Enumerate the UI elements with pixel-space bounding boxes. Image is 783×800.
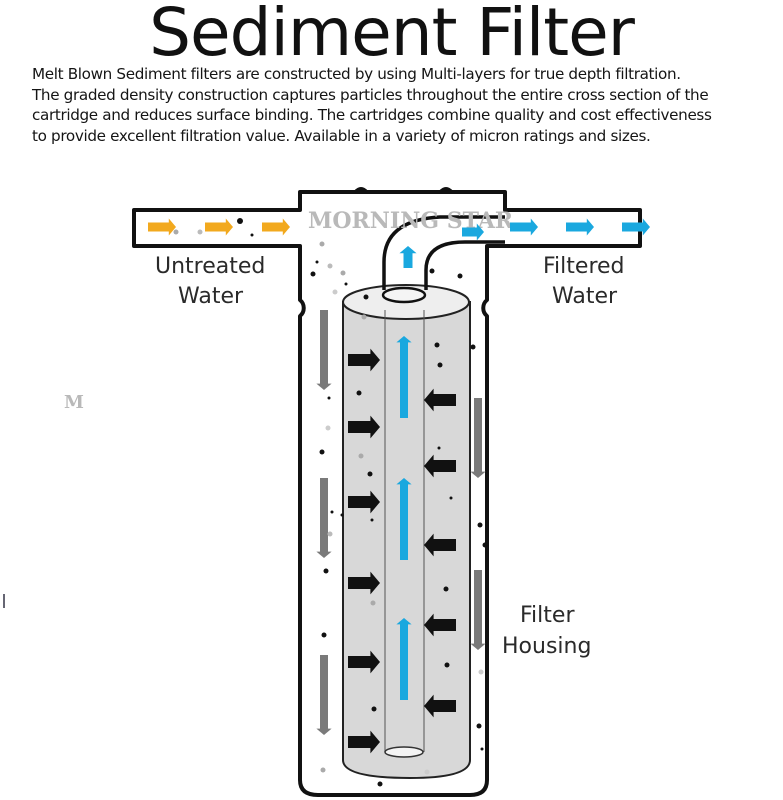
housing-label-line1: Filter <box>520 603 575 628</box>
sediment-particle <box>437 446 441 450</box>
page-title: Sediment Filter <box>149 0 635 71</box>
center-tube-top <box>381 286 427 304</box>
sediment-particle <box>457 273 463 279</box>
center-up-arrow <box>396 478 412 560</box>
center-tube-bottom <box>384 746 424 758</box>
sediment-particle <box>197 229 203 235</box>
sediment-particle <box>434 342 440 348</box>
inward-flow-arrow <box>424 388 456 412</box>
sediment-particle <box>449 496 453 500</box>
description-line: to provide excellent filtration value. A… <box>32 126 651 145</box>
sediment-particle <box>356 390 362 396</box>
watermark-fragment: M <box>64 392 84 413</box>
sediment-particle <box>358 453 364 459</box>
description-line: The graded density construction captures… <box>32 85 709 104</box>
sediment-particle <box>323 568 329 574</box>
sediment-particle <box>321 632 327 638</box>
sediment-particle <box>319 241 325 247</box>
sediment-particle <box>330 510 334 514</box>
description-line: cartridge and reduces surface binding. T… <box>32 106 712 124</box>
sediment-particle <box>363 294 369 300</box>
description-paragraph: Melt Blown Sediment filters are construc… <box>32 64 772 146</box>
outlet-tube <box>382 215 505 290</box>
filtered-flow-arrow <box>462 223 484 241</box>
sediment-particle <box>315 260 319 264</box>
downward-flow-arrow <box>316 310 332 390</box>
housing-label-line2: Housing <box>502 634 591 659</box>
sediment-particle <box>478 669 484 675</box>
inward-flow-arrow <box>348 348 380 372</box>
sediment-particle <box>367 471 373 477</box>
sediment-particle <box>370 600 376 606</box>
downward-flow-arrow <box>316 478 332 558</box>
sediment-particle <box>327 263 333 269</box>
sediment-particle <box>340 513 344 517</box>
sediment-particle <box>470 344 476 350</box>
outlet-label-line2: Water <box>552 284 618 309</box>
sediment-particle <box>424 769 430 775</box>
outlet-label-line1: Filtered <box>543 254 625 279</box>
inward-flow-arrow <box>348 415 380 439</box>
inward-flow-arrow <box>424 533 456 557</box>
inward-flow-arrow <box>348 650 380 674</box>
sediment-particle <box>344 282 348 286</box>
sediment-particle <box>437 362 443 368</box>
center-up-arrow <box>396 336 412 418</box>
inward-flow-arrow <box>348 490 380 514</box>
inward-flow-arrow <box>424 613 456 637</box>
sediment-particle <box>325 425 331 431</box>
untreated-flow-arrow <box>262 218 290 236</box>
inward-flow-arrow <box>348 730 380 754</box>
filtered-flow-arrow <box>399 246 417 268</box>
downward-flow-arrow <box>316 655 332 735</box>
downward-flow-arrow <box>470 398 486 478</box>
sediment-particle <box>340 270 346 276</box>
center-up-arrow <box>396 618 412 700</box>
inward-flow-arrow <box>424 454 456 478</box>
sediment-particle <box>310 271 316 277</box>
sediment-particle <box>377 781 383 787</box>
sediment-particle <box>480 747 484 751</box>
sediment-particle <box>327 531 333 537</box>
filtered-flow-arrow <box>622 218 650 236</box>
filtered-flow-arrow <box>510 218 538 236</box>
sediment-particle <box>237 218 243 224</box>
inlet-label-line1: Untreated <box>155 254 265 279</box>
sediment-particle <box>327 396 331 400</box>
sediment-particle <box>173 229 179 235</box>
sediment-particle <box>477 522 483 528</box>
sediment-particle <box>443 586 449 592</box>
housing-cap-notch <box>353 187 454 194</box>
downward-flow-arrow <box>470 570 486 650</box>
inward-flow-arrow <box>424 694 456 718</box>
sediment-particle <box>371 706 377 712</box>
flow-arrows <box>148 218 650 754</box>
sediment-particle <box>320 767 326 773</box>
sediment-particle <box>361 314 367 320</box>
sediment-particle <box>332 289 338 295</box>
untreated-flow-arrow <box>148 218 176 236</box>
watermark: MORNING STAR <box>308 208 514 234</box>
sediment-particle <box>444 662 450 668</box>
sediment-particle <box>250 233 254 237</box>
description-line: Melt Blown Sediment filters are construc… <box>32 65 681 83</box>
inlet-label-line2: Water <box>178 284 244 309</box>
sediment-particles <box>3 218 488 787</box>
filtered-flow-arrow <box>566 218 594 236</box>
sediment-particle <box>370 518 374 522</box>
sediment-particle <box>319 449 325 455</box>
inward-flow-arrow <box>348 571 380 595</box>
sediment-particle <box>482 542 488 548</box>
untreated-flow-arrow <box>205 218 233 236</box>
sediment-particle <box>476 723 482 729</box>
sediment-particle <box>429 268 435 274</box>
